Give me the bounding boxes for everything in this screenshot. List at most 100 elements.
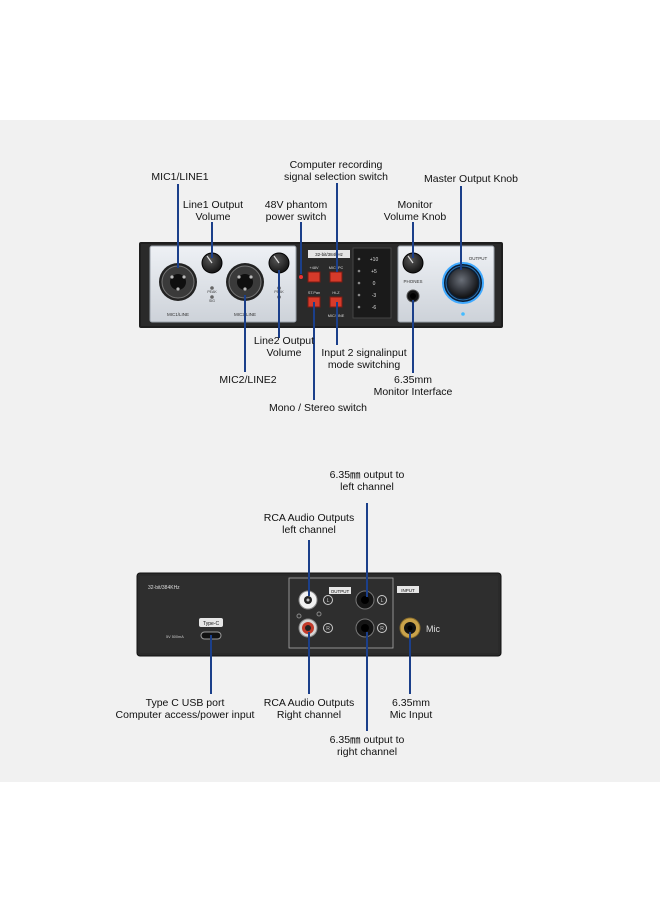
mic1-combo-jack[interactable] — [159, 263, 197, 301]
rear-device — [136, 572, 502, 657]
label-line-1: MIC2/LINE2 — [219, 374, 277, 386]
label-line-1: 48V phantom — [264, 199, 328, 211]
l-marker-635 — [377, 595, 387, 605]
recording-select-button[interactable] — [329, 271, 343, 283]
label-line-1: Mono / Stereo switch — [268, 402, 368, 414]
sig-led-1 — [210, 295, 214, 299]
mic1-line-text: MIC1/LINE — [167, 312, 189, 317]
st-btn-text: ST.Pan — [308, 291, 320, 295]
label-line-1: Input 2 signalinput — [321, 347, 407, 359]
input-plate-text: INPUT — [401, 588, 415, 593]
meter-label: 0 — [373, 281, 376, 287]
label-line-1: Type C USB port — [145, 697, 225, 709]
screw-2 — [316, 611, 322, 617]
output-plate — [329, 587, 351, 594]
peak-text-1: PEAK — [207, 290, 217, 294]
r-marker-rca — [323, 623, 333, 633]
label-line-2: Right channel — [276, 709, 342, 721]
rear-spec-text: 32-bit/384KHz — [148, 585, 180, 591]
label-line-2: signal selection switch — [284, 171, 388, 183]
rca-right-jack[interactable] — [298, 618, 318, 638]
type-c-text: Type-C — [203, 621, 220, 627]
output-plate-text: OUTPUT — [331, 589, 350, 594]
label-line-2: Mic Input — [389, 709, 433, 721]
label-mic1: MIC1/LINE1 — [140, 171, 220, 183]
mic-text: Mic — [426, 624, 440, 634]
label-line-1: MIC1/LINE1 — [151, 171, 209, 183]
mic2-combo-jack[interactable] — [226, 263, 264, 301]
label-line-2: Computer access/power input — [115, 709, 255, 721]
hiz-btn-text: Hi-Z — [332, 291, 340, 295]
label-master-knob: Master Output Knob — [412, 173, 530, 185]
front-spec-text: 32-bit/384kHz — [315, 252, 344, 257]
label-mono-stereo: Mono / Stereo switch — [256, 402, 380, 414]
peak-led-1 — [210, 286, 214, 290]
label-line-1: 6.35㎜ output to — [329, 469, 405, 481]
meter-label: +5 — [371, 269, 377, 275]
label-line-2: Volume — [195, 211, 231, 223]
label-line-1: 6.35mm — [394, 374, 432, 386]
l-text-635: L — [381, 598, 384, 604]
phantom-led — [299, 275, 303, 279]
phones-text: PHONES — [403, 279, 422, 284]
label-line-1: RCA Audio Outputs — [263, 697, 355, 709]
rear-device-labels: 32-bit/384KHz Type-C 5V 500mA OUTPUT INP… — [148, 585, 440, 639]
label-line-2: right channel — [336, 746, 398, 758]
meter-label: +10 — [370, 257, 379, 263]
output-text: OUTPUT — [469, 256, 488, 261]
label-line-1: RCA Audio Outputs — [263, 512, 355, 524]
r-text-rca: R — [326, 626, 330, 632]
jack-635-left[interactable] — [355, 590, 375, 610]
input-plate — [397, 586, 419, 593]
label-line-1: Master Output Knob — [424, 173, 518, 185]
master-output-knob[interactable] — [442, 262, 484, 304]
phantom-button[interactable] — [307, 271, 321, 283]
meter-label: -3 — [372, 293, 377, 299]
mic-input-jack[interactable] — [399, 617, 421, 639]
output-box — [288, 577, 394, 649]
label-line-2: left channel — [282, 524, 336, 536]
label-line-2: left channel — [340, 481, 394, 493]
meter-label: -6 — [372, 305, 377, 311]
phantom-btn-text: +48V — [310, 266, 319, 270]
spec-plate — [308, 250, 350, 258]
type-c-plate — [199, 618, 223, 627]
power-text: 5V 500mA — [166, 635, 184, 639]
jack-635-right[interactable] — [355, 618, 375, 638]
r-marker-635 — [377, 623, 387, 633]
sig-text-1: SIG — [209, 299, 215, 303]
label-line-1: Line1 Output — [182, 199, 244, 211]
l-text-rca: L — [327, 598, 330, 604]
label-mic2: MIC2/LINE2 — [210, 374, 286, 386]
label-line-1: 6.35㎜ output to — [329, 734, 405, 746]
screw-1 — [296, 613, 302, 619]
label-line-1: Computer recording — [289, 159, 383, 171]
callout-lines — [177, 183, 462, 731]
l-marker-rca — [323, 595, 333, 605]
label-line-2: power switch — [265, 211, 327, 223]
r-text-635: R — [380, 626, 384, 632]
label-line-1: Line2 Output — [253, 335, 315, 347]
label-line-2: Volume Knob — [383, 211, 447, 223]
label-line-2: mode switching — [327, 359, 401, 371]
label-line-1: 6.35mm — [392, 697, 430, 709]
output-led — [461, 312, 465, 316]
label-line-2: Monitor Interface — [373, 386, 453, 398]
label-line-1: Monitor — [397, 199, 433, 211]
diagram-background — [0, 120, 660, 782]
label-line-2: Volume — [266, 347, 302, 359]
